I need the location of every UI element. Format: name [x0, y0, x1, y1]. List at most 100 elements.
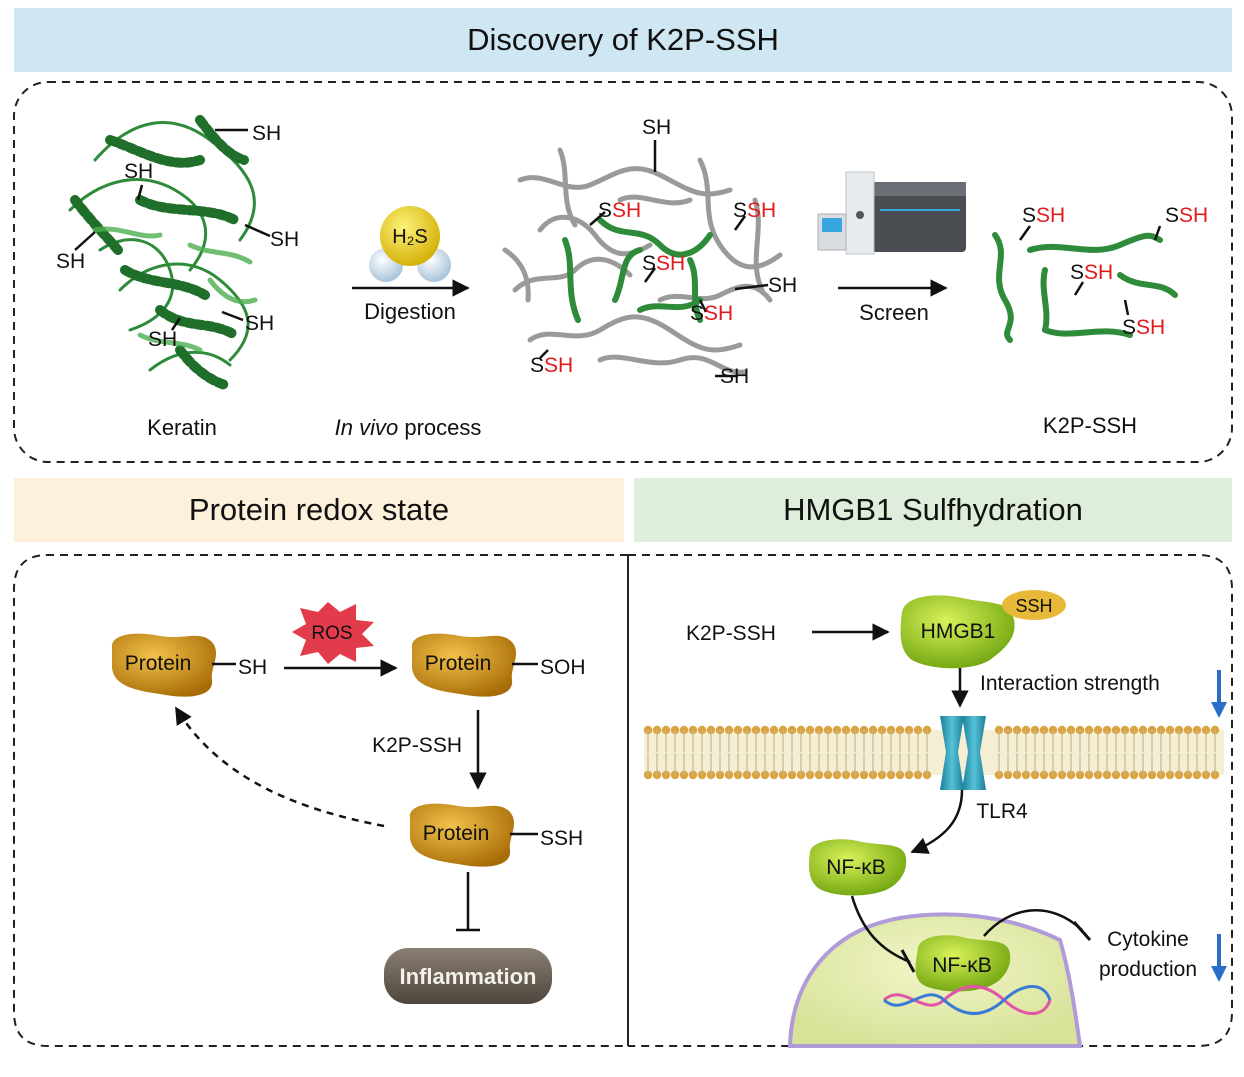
svg-text:SSH: SSH	[642, 252, 685, 275]
s-label: S	[598, 199, 612, 222]
interaction-strength-label: Interaction strength	[980, 672, 1160, 695]
h2s-label: H₂S	[392, 226, 428, 248]
sh-label: SH	[720, 365, 749, 388]
nfkb-label: NF-κB	[932, 954, 992, 977]
nfkb-blob: NF-κB	[808, 839, 907, 896]
k2p-ssh-label: K2P-SSH	[372, 734, 462, 757]
svg-text:SSH: SSH	[690, 302, 733, 325]
s-label: S	[1122, 316, 1136, 339]
protein-label: Protein	[425, 652, 492, 675]
s-label: S	[690, 302, 704, 325]
svg-text:SSH: SSH	[1165, 204, 1208, 227]
k2p-ssh-label: K2P-SSH	[1043, 413, 1137, 438]
screen-label: Screen	[859, 300, 929, 325]
ssh-badge-label: SSH	[1015, 596, 1052, 616]
protein-label: Protein	[423, 822, 490, 845]
cytokine-inhibition-bar	[1072, 921, 1092, 941]
sh-label: SH	[270, 228, 299, 251]
s-label: S	[1070, 261, 1084, 284]
protein-blob: Protein	[409, 803, 515, 867]
sh-red-label: SH	[612, 199, 641, 222]
redox-panel-border	[13, 554, 629, 1047]
protein-blob: Protein	[111, 633, 217, 697]
redox-banner: Protein redox state	[14, 478, 624, 542]
s-label: S	[642, 252, 656, 275]
svg-text:SSH: SSH	[1022, 204, 1065, 227]
cytokine-line2: production	[1099, 958, 1197, 981]
hmgb1-title: HMGB1 Sulfhydration	[783, 492, 1083, 527]
decrease-arrow-icon	[1211, 670, 1227, 718]
hmgb1-label: HMGB1	[921, 620, 996, 643]
svg-text:SSH: SSH	[598, 199, 641, 222]
mass-spectrometer-icon	[817, 171, 966, 255]
sh-red-label: SH	[656, 252, 685, 275]
tlr4-label: TLR4	[976, 800, 1028, 823]
svg-text:SSH: SSH	[530, 354, 573, 377]
protein-blob: Protein	[411, 633, 517, 697]
sh-red-label: SH	[704, 302, 733, 325]
keratin-sh-labels: SH SH SH SH SH SH	[56, 122, 299, 351]
sh-label: SH	[245, 312, 274, 335]
sh-label: SH	[238, 656, 267, 679]
in-vivo-rest: process	[398, 415, 481, 440]
sh-red-label: SH	[1036, 204, 1065, 227]
nfkb-label: NF-κB	[826, 856, 886, 879]
restoration-dashed-arrow	[174, 706, 385, 828]
hmgb1-blob: HMGB1	[900, 595, 1015, 669]
h2s-molecule-icon: H₂S	[369, 206, 451, 282]
dna-helix-icon	[882, 985, 1052, 1015]
k2p-labels: SSH SSH SSH SSH	[1022, 204, 1208, 339]
k2p-ssh-label: K2P-SSH	[686, 622, 776, 645]
ros-burst-icon: ROS	[292, 602, 374, 664]
ssh-badge: SSH	[1002, 590, 1066, 620]
k2p-ssh-peptides-image	[992, 232, 1178, 343]
nfkb-translocation-line	[850, 895, 911, 964]
discovery-panel-border	[13, 81, 1233, 463]
redox-title: Protein redox state	[188, 492, 450, 527]
inflammation-label: Inflammation	[400, 964, 537, 989]
in-vivo-label: In vivo process	[335, 415, 482, 440]
svg-text:SSH: SSH	[733, 199, 776, 222]
s-label: S	[530, 354, 544, 377]
tlr4-receptor-icon	[940, 716, 986, 790]
svg-text:SSH: SSH	[1122, 316, 1165, 339]
keratin-label: Keratin	[147, 415, 217, 440]
keratin-sh-groups	[74, 128, 271, 331]
sh-red-label: SH	[544, 354, 573, 377]
sh-red-label: SH	[1084, 261, 1113, 284]
cell-membrane	[643, 725, 1224, 780]
digestion-label: Digestion	[364, 299, 456, 324]
sh-label: SH	[148, 328, 177, 351]
sh-red-label: SH	[1136, 316, 1165, 339]
k2p-bonds	[1018, 225, 1162, 316]
hmgb1-banner: HMGB1 Sulfhydration	[634, 478, 1232, 542]
sh-label: SH	[642, 116, 671, 139]
s-label: S	[1165, 204, 1179, 227]
nfkb-nuclear-blob: NF-κB	[915, 935, 1011, 992]
tlr4-to-nfkb-arrow	[910, 789, 964, 854]
s-label: S	[733, 199, 747, 222]
cytokine-inhibition-line	[983, 909, 1083, 937]
peptide-mixture-image	[502, 147, 783, 375]
protein-label: Protein	[125, 652, 192, 675]
ros-label: ROS	[311, 623, 352, 644]
ssh-label: SSH	[540, 827, 583, 850]
mixture-labels: SH SSH SSH SSH SH SSH SSH SH	[530, 116, 797, 388]
decrease-arrow-icon	[1211, 934, 1227, 982]
sh-label: SH	[252, 122, 281, 145]
soh-label: SOH	[540, 656, 586, 679]
nfkb-inhibition-bar	[900, 949, 916, 973]
discovery-banner: Discovery of K2P-SSH	[14, 8, 1232, 72]
svg-text:SSH: SSH	[1070, 261, 1113, 284]
keratin-structure-image	[68, 115, 258, 390]
sh-red-label: SH	[747, 199, 776, 222]
sh-label: SH	[124, 160, 153, 183]
sh-label: SH	[768, 274, 797, 297]
discovery-title: Discovery of K2P-SSH	[467, 22, 779, 57]
cytokine-line1: Cytokine	[1107, 928, 1189, 951]
s-label: S	[1022, 204, 1036, 227]
sh-label: SH	[56, 250, 85, 273]
inflammation-box: Inflammation	[384, 948, 552, 1004]
sh-red-label: SH	[1179, 204, 1208, 227]
